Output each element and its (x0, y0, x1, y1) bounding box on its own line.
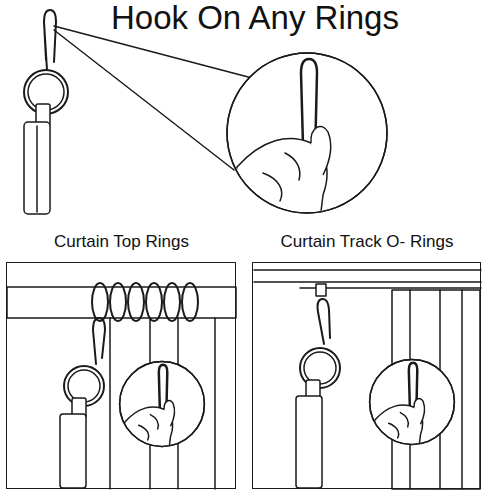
curtain-rings (128, 283, 144, 321)
curtain-track (300, 287, 481, 289)
curtain-rod (60, 414, 86, 488)
hook-ring-strap (36, 126, 38, 212)
curtain-rod (214, 318, 216, 489)
panel-heading: Curtain Track O- Rings (252, 228, 482, 252)
magnifier (367, 360, 454, 453)
panel: Curtain Top Rings (6, 228, 237, 490)
curtain-track (316, 284, 326, 296)
leader-lines (54, 30, 234, 170)
hook-ring-strap (24, 122, 50, 214)
curtain-track (254, 269, 481, 271)
leader-lines (54, 26, 252, 170)
curtain-rod (93, 318, 105, 364)
curtain-rings (182, 283, 198, 321)
panel: Curtain Track O- Rings (252, 228, 482, 490)
curtain-track (461, 290, 463, 489)
curtain-track (254, 270, 481, 489)
curtain-rings (164, 283, 180, 321)
curtain-rings (92, 283, 108, 321)
curtain-rings (92, 283, 198, 321)
curtain-track (304, 352, 336, 384)
magnifier (117, 362, 204, 455)
magnifier (367, 360, 454, 453)
curtain-rings (110, 283, 126, 321)
panel-border (252, 262, 481, 489)
magnifier (117, 362, 204, 455)
diagram-title: Hook On Any Rings (108, 0, 402, 37)
hook-ring-strap (24, 10, 68, 214)
curtain-rod (68, 370, 100, 402)
curtain-track (254, 281, 481, 283)
curtain-track (296, 396, 322, 488)
panel-border (6, 262, 236, 489)
curtain-rod (7, 287, 236, 318)
curtain-rings (146, 283, 162, 321)
curtain-rod (7, 283, 236, 489)
hook-ring-strap (44, 10, 56, 70)
magnifier (222, 53, 387, 228)
magnifier (222, 53, 387, 228)
curtain-rod (109, 318, 111, 489)
curtain-track (318, 299, 331, 344)
panel-heading: Curtain Top Rings (6, 228, 237, 252)
